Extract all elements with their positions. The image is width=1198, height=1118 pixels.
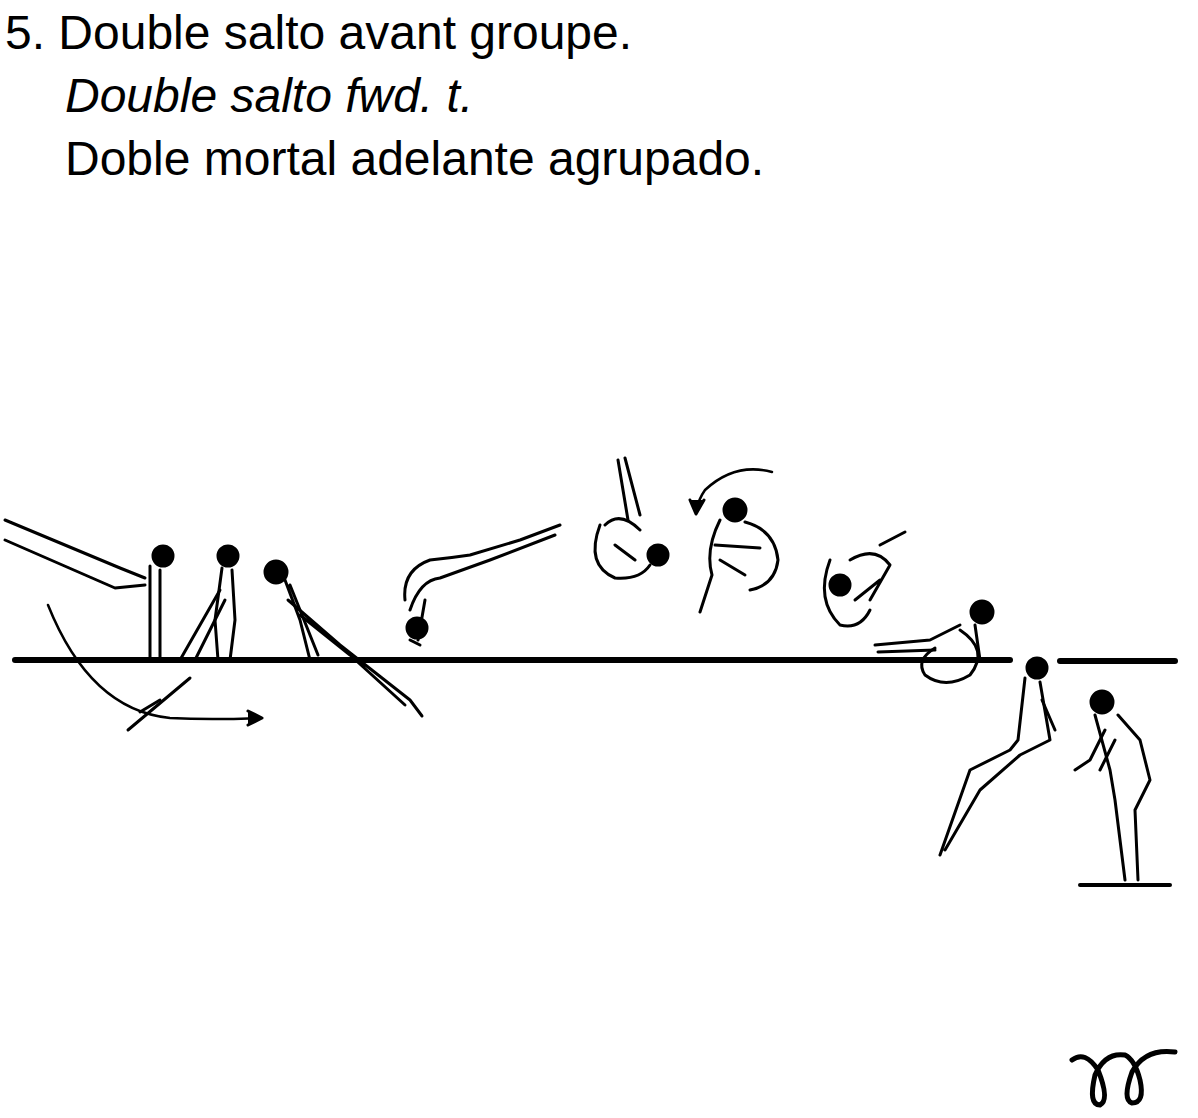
element-symbol — [1072, 1051, 1175, 1105]
swing-arrow — [48, 605, 262, 730]
gymnast-figure — [180, 546, 238, 660]
element-title: Double salto fwd. t. — [65, 72, 473, 120]
gymnast-figure — [1075, 691, 1150, 880]
gymnast-figure — [940, 658, 1055, 855]
gymnast-figure — [875, 601, 993, 683]
balance-beam — [15, 660, 1175, 661]
gymnast-figure — [690, 469, 778, 612]
gymnast-figure — [824, 532, 905, 626]
element-title: 5. Double salto avant groupe. — [5, 9, 632, 57]
element-title: Doble mortal adelante agrupado. — [65, 135, 764, 183]
gymnast-figure — [405, 525, 560, 645]
landing-mat — [1080, 883, 1170, 887]
gymnast-figure — [595, 458, 668, 578]
gymnast-figure — [5, 520, 173, 660]
gymnast-figure — [265, 561, 422, 716]
